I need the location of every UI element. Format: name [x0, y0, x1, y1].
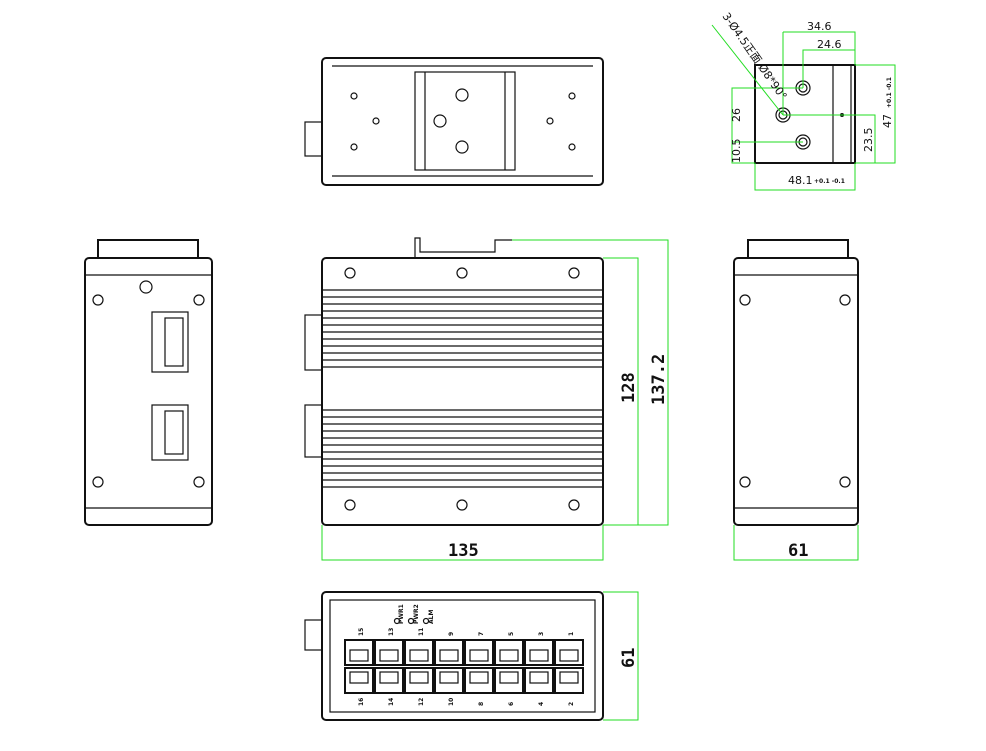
port-jack: [439, 649, 459, 662]
led-label-pwr2: PWR2: [413, 604, 420, 624]
port-jack: [469, 649, 489, 662]
port-label: 2: [568, 702, 575, 706]
port-label: 9: [448, 632, 455, 636]
port-label: 5: [508, 632, 515, 636]
port-jack: [559, 671, 579, 684]
rj45-port: [344, 667, 374, 694]
front-view: 128 137.2 135: [304, 237, 669, 561]
right-side-view: 61: [733, 239, 859, 561]
rj45-port: [494, 667, 524, 694]
port-jack: [499, 671, 519, 684]
port-jack: [379, 649, 399, 662]
dim-label: 34.6: [807, 20, 832, 33]
left-side-view: [84, 239, 213, 526]
port-label: 11: [418, 628, 425, 636]
rj45-port: [554, 639, 584, 666]
port-jack: [439, 671, 459, 684]
rj45-port: [524, 639, 554, 666]
port-label: 7: [478, 632, 485, 636]
port-jack: [349, 671, 369, 684]
dim-width: 135: [448, 541, 479, 561]
rj45-port: [404, 667, 434, 694]
dim-depth: 61: [788, 541, 808, 561]
dim-label: 48.1: [788, 174, 813, 187]
rj45-port: [464, 639, 494, 666]
mounting-hole-detail: 34.6 24.6 26 10.5 23.5 47 +0.1 -0.1 48.1…: [711, 10, 896, 191]
port-label: 10: [448, 698, 455, 706]
dim-label: 23.5: [862, 128, 875, 153]
heatsink-fins: [322, 289, 603, 488]
rj45-port: [434, 667, 464, 694]
port-label: 14: [388, 698, 395, 706]
port-label: 4: [538, 702, 545, 706]
port-label: 12: [418, 698, 425, 706]
top-view: [304, 57, 604, 186]
dim-height-body: 128: [619, 372, 639, 403]
rj45-port: [554, 667, 584, 694]
port-jack: [349, 649, 369, 662]
port-label: 15: [358, 628, 365, 636]
dim-label: 24.6: [817, 38, 842, 51]
tolerance-label: +0.1 -0.1: [814, 178, 845, 185]
rj45-port: [344, 639, 374, 666]
port-jack: [559, 649, 579, 662]
port-jack: [529, 671, 549, 684]
port-label: 3: [538, 632, 545, 636]
dim-label: 26: [730, 108, 743, 122]
rj45-port: [374, 667, 404, 694]
port-jack: [379, 671, 399, 684]
port-label: 1: [568, 632, 575, 636]
port-label: 8: [478, 702, 485, 706]
port-jack: [469, 671, 489, 684]
port-jack: [409, 671, 429, 684]
rj45-port: [434, 639, 464, 666]
rj45-port: [524, 667, 554, 694]
port-label: 16: [358, 698, 365, 706]
dim-depth-bottom: 61: [619, 648, 639, 668]
dim-label: 47: [881, 114, 894, 128]
dim-label: 10.5: [730, 139, 743, 164]
port-jack: [529, 649, 549, 662]
port-label: 13: [388, 628, 395, 636]
port-jack: [499, 649, 519, 662]
tolerance-label: +0.1 -0.1: [886, 77, 893, 108]
port-label: 6: [508, 702, 515, 706]
led-label-pwr1: PWR1: [398, 604, 405, 624]
rj45-port: [464, 667, 494, 694]
led-label-alm: ALM: [428, 610, 435, 624]
dim-height-total: 137.2: [649, 354, 669, 405]
rj45-port: [494, 639, 524, 666]
port-jack: [409, 649, 429, 662]
rj45-port: [374, 639, 404, 666]
rj45-port: [404, 639, 434, 666]
